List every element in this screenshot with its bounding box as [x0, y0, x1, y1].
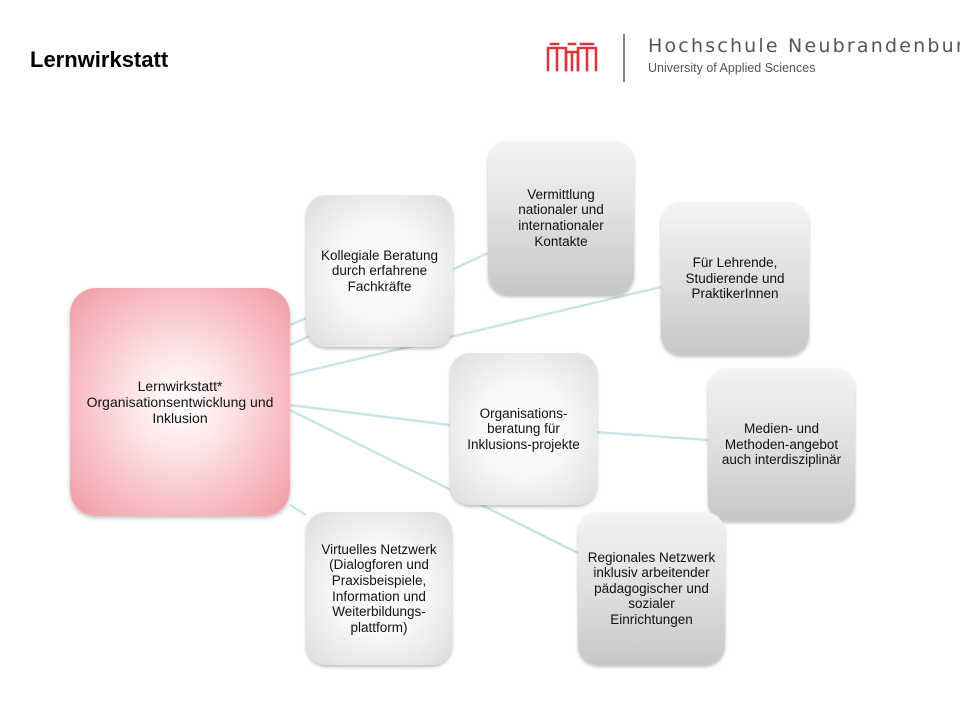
- node-zielgruppen-label: Für Lehrende, Studierende und PraktikerI…: [685, 255, 785, 302]
- node-organisationsberatung: Organisations-beratung für Inklusions-pr…: [450, 353, 597, 505]
- logo-mark-icon: [546, 34, 625, 82]
- node-organisationsberatung-label: Organisations-beratung für Inklusions-pr…: [467, 405, 580, 452]
- connector-virtuell: [289, 503, 307, 517]
- node-virtuelles-netzwerk: Virtuelles Netzwerk (Dialogforen und Pra…: [306, 512, 452, 665]
- slide-title: Lernwirkstatt: [30, 47, 169, 72]
- university-logo: Hochschule Neubrandenburg University of …: [545, 30, 960, 85]
- connector-organisation: [289, 403, 451, 427]
- center-node-label: Lernwirkstatt* Organisationsentwicklung …: [86, 377, 274, 427]
- center-node: Lernwirkstatt* Organisationsentwicklung …: [70, 288, 290, 516]
- logo-org-subtitle: University of Applied Sciences: [648, 61, 816, 75]
- logo-org-name: Hochschule Neubrandenburg: [648, 35, 960, 57]
- node-vermittlung-kontakte: Vermittlung nationaler und international…: [488, 141, 634, 295]
- node-medien-methoden-label: Medien- und Methoden-angebot auch interd…: [721, 421, 842, 468]
- connector-lehrende: [289, 285, 662, 377]
- node-medien-methoden: Medien- und Methoden-angebot auch interd…: [708, 368, 855, 521]
- node-kollegiale-beratung-label: Kollegiale Beratung durch erfahrene Fach…: [320, 247, 439, 294]
- connector-kollegiale: [289, 316, 307, 327]
- node-zielgruppen: Für Lehrende, Studierende und PraktikerI…: [661, 202, 809, 355]
- node-regionales-netzwerk-label: Regionales Netzwerk inklusiv arbeitender…: [587, 549, 716, 627]
- node-kollegiale-beratung: Kollegiale Beratung durch erfahrene Fach…: [306, 195, 453, 347]
- node-vermittlung-kontakte-label: Vermittlung nationaler und international…: [518, 186, 604, 249]
- connector-medien: [594, 430, 709, 442]
- node-regionales-netzwerk: Regionales Netzwerk inklusiv arbeitender…: [578, 512, 725, 665]
- node-virtuelles-netzwerk-label: Virtuelles Netzwerk (Dialogforen und Pra…: [321, 541, 437, 635]
- connector-regional: [289, 408, 579, 555]
